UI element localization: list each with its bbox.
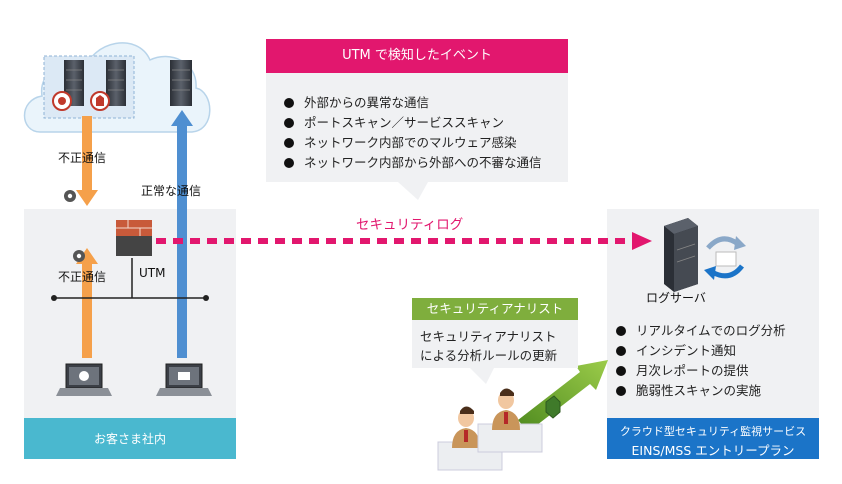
list-item: インシデント通知 (612, 341, 786, 361)
service-panel (607, 209, 819, 459)
analyst-person-icon (477, 388, 543, 453)
sync-arrows-icon (704, 236, 746, 280)
utm-events-list: 外部からの異常な通信 ポートスキャン／サービススキャン ネットワーク内部でのマル… (280, 93, 542, 173)
legit-server-icon (170, 60, 192, 106)
infected-laptop-icon (56, 363, 112, 396)
illegal-traffic-arrow-up (76, 248, 98, 358)
security-log-label: セキュリティログ (356, 217, 464, 233)
utm-events-box: UTM で検知したイベント 外部からの異常な通信 ポートスキャン／サービススキャ… (266, 39, 568, 182)
service-plan: EINS/MSS エントリープラン (631, 443, 795, 458)
analyst-title: セキュリティアナリスト (412, 298, 578, 320)
virus-icon (64, 190, 76, 202)
utm-label: UTM (139, 266, 166, 280)
normal-traffic-label: 正常な通信 (141, 184, 202, 198)
events-callout-pointer (398, 182, 428, 200)
malicious-server-trojan-icon (90, 60, 126, 111)
log-server-icon (664, 218, 698, 292)
log-server-label: ログサーバ (646, 291, 706, 305)
laptop-icon (156, 363, 212, 396)
rule-update-arrow (518, 360, 608, 432)
security-log-arrow (156, 232, 652, 250)
service-name: クラウド型セキュリティ監視サービス (619, 425, 807, 438)
utm-events-title: UTM で検知したイベント (266, 39, 568, 73)
illegal-traffic-arrow-down (76, 116, 98, 206)
utm-firewall-icon (116, 220, 152, 256)
list-item: 月次レポートの提供 (612, 361, 786, 381)
network-bus-line (51, 258, 209, 301)
list-item: ネットワーク内部でのマルウェア感染 (280, 133, 542, 153)
list-item: リアルタイムでのログ分析 (612, 321, 786, 341)
normal-traffic-arrow-up (171, 110, 193, 358)
list-item: 脆弱性スキャンの実施 (612, 381, 786, 401)
list-item: 外部からの異常な通信 (280, 93, 542, 113)
analyst-text-line1: セキュリティアナリスト (420, 329, 557, 344)
illegal-traffic-label-top: 不正通信 (58, 151, 107, 165)
malicious-server-virus-icon (52, 60, 84, 111)
analyst-callout-pointer (470, 368, 494, 384)
service-footer: クラウド型セキュリティ監視サービス EINS/MSS エントリープラン (607, 418, 819, 459)
virus-icon (73, 250, 85, 262)
analyst-box: セキュリティアナリスト セキュリティアナリスト による分析ルールの更新 (412, 298, 578, 368)
service-features-list: リアルタイムでのログ分析 インシデント通知 月次レポートの提供 脆弱性スキャンの… (612, 321, 786, 401)
customer-label-bar: お客さま社内 (24, 418, 236, 459)
illegal-traffic-label-inside: 不正通信 (58, 270, 107, 284)
list-item: ポートスキャン／サービススキャン (280, 113, 542, 133)
customer-label: お客さま社内 (94, 432, 167, 446)
analyst-text-line2: による分析ルールの更新 (420, 348, 558, 363)
list-item: ネットワーク内部から外部への不審な通信 (280, 153, 542, 173)
